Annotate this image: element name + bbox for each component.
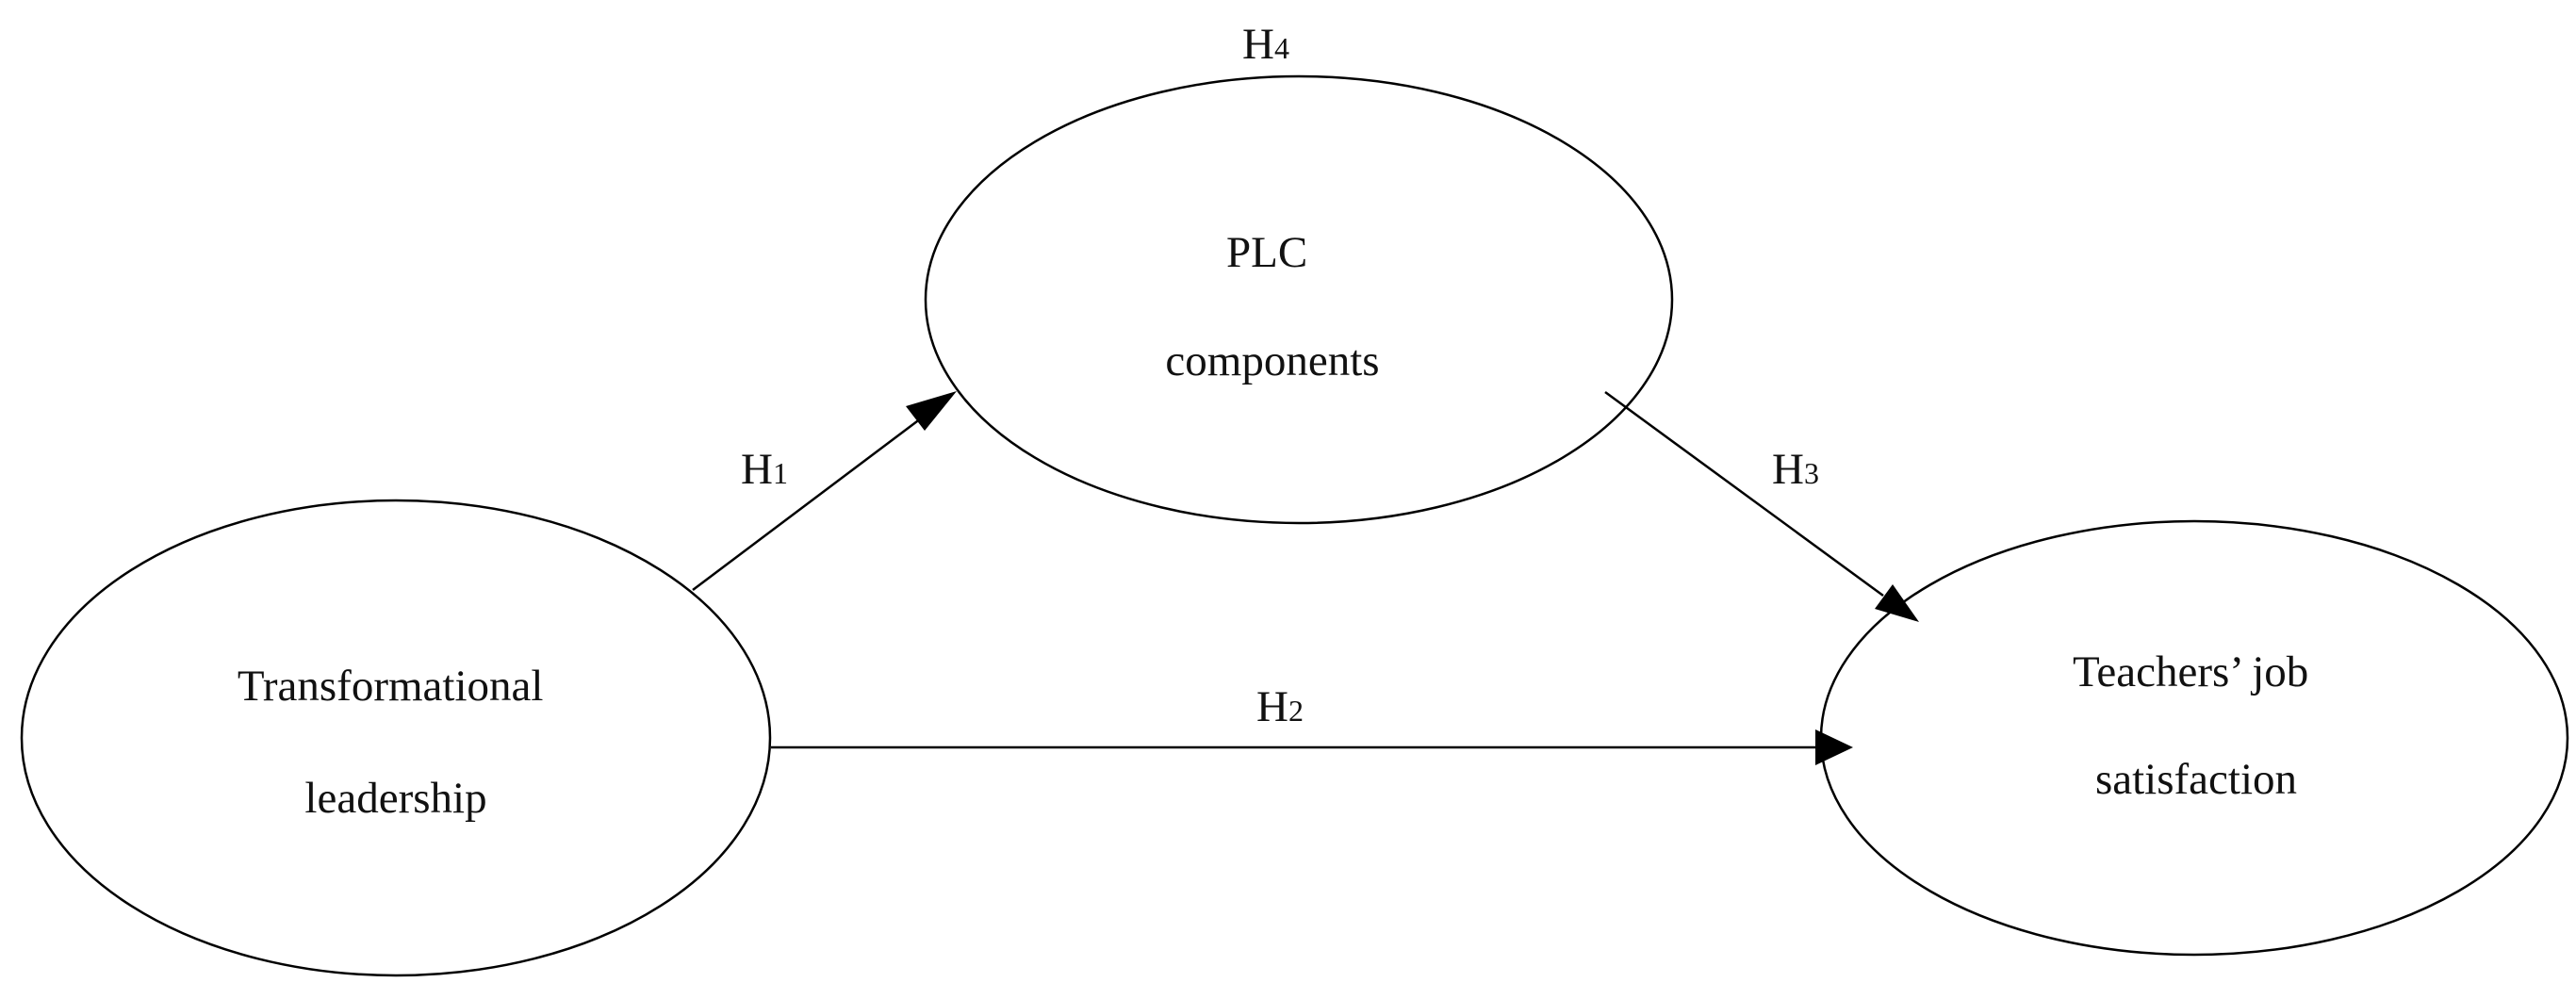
node-plc-components	[924, 74, 1674, 525]
hypothesis-h1-letter: H	[741, 445, 773, 494]
edge-h3-arrowhead	[1875, 584, 1919, 622]
hypothesis-h2-subscript: 2	[1288, 694, 1304, 728]
hypothesis-h4-letter: H	[1242, 20, 1274, 69]
edge-h2-arrowhead	[1815, 729, 1853, 765]
plc-components-line2: components	[1165, 336, 1379, 385]
hypothesis-h2-label: H2	[1256, 682, 1304, 731]
teachers-job-satisfaction-line1: Teachers’ job	[2073, 647, 2308, 696]
node-transformational-leadership	[20, 499, 772, 977]
hypothesis-h3-subscript: 3	[1804, 456, 1819, 490]
transformational-leadership-line2: leadership	[304, 774, 486, 823]
hypothesis-h2-letter: H	[1256, 682, 1288, 731]
transformational-leadership-label: Transformational leadership	[238, 662, 554, 823]
edge-h1-line	[692, 412, 929, 591]
hypothesis-h1-subscript: 1	[773, 456, 788, 490]
hypothesis-h4-label: H4	[1242, 20, 1289, 69]
hypothesis-h1-label: H1	[741, 445, 788, 494]
hypothesis-h3-letter: H	[1772, 445, 1804, 494]
teachers-job-satisfaction-line2: satisfaction	[2095, 755, 2297, 804]
hypothesis-h3-label: H3	[1772, 445, 1819, 494]
edge-h1-arrowhead	[906, 391, 957, 431]
node-teachers-job-satisfaction	[1819, 519, 2569, 957]
plc-components-label: PLC components	[1165, 228, 1379, 385]
hypothesis-h4-subscript: 4	[1274, 31, 1289, 65]
plc-components-line1: PLC	[1226, 228, 1307, 277]
teachers-job-satisfaction-label: Teachers’ job satisfaction	[2073, 647, 2320, 804]
transformational-leadership-line1: Transformational	[238, 662, 544, 711]
edge-h3-line	[1604, 390, 1884, 598]
